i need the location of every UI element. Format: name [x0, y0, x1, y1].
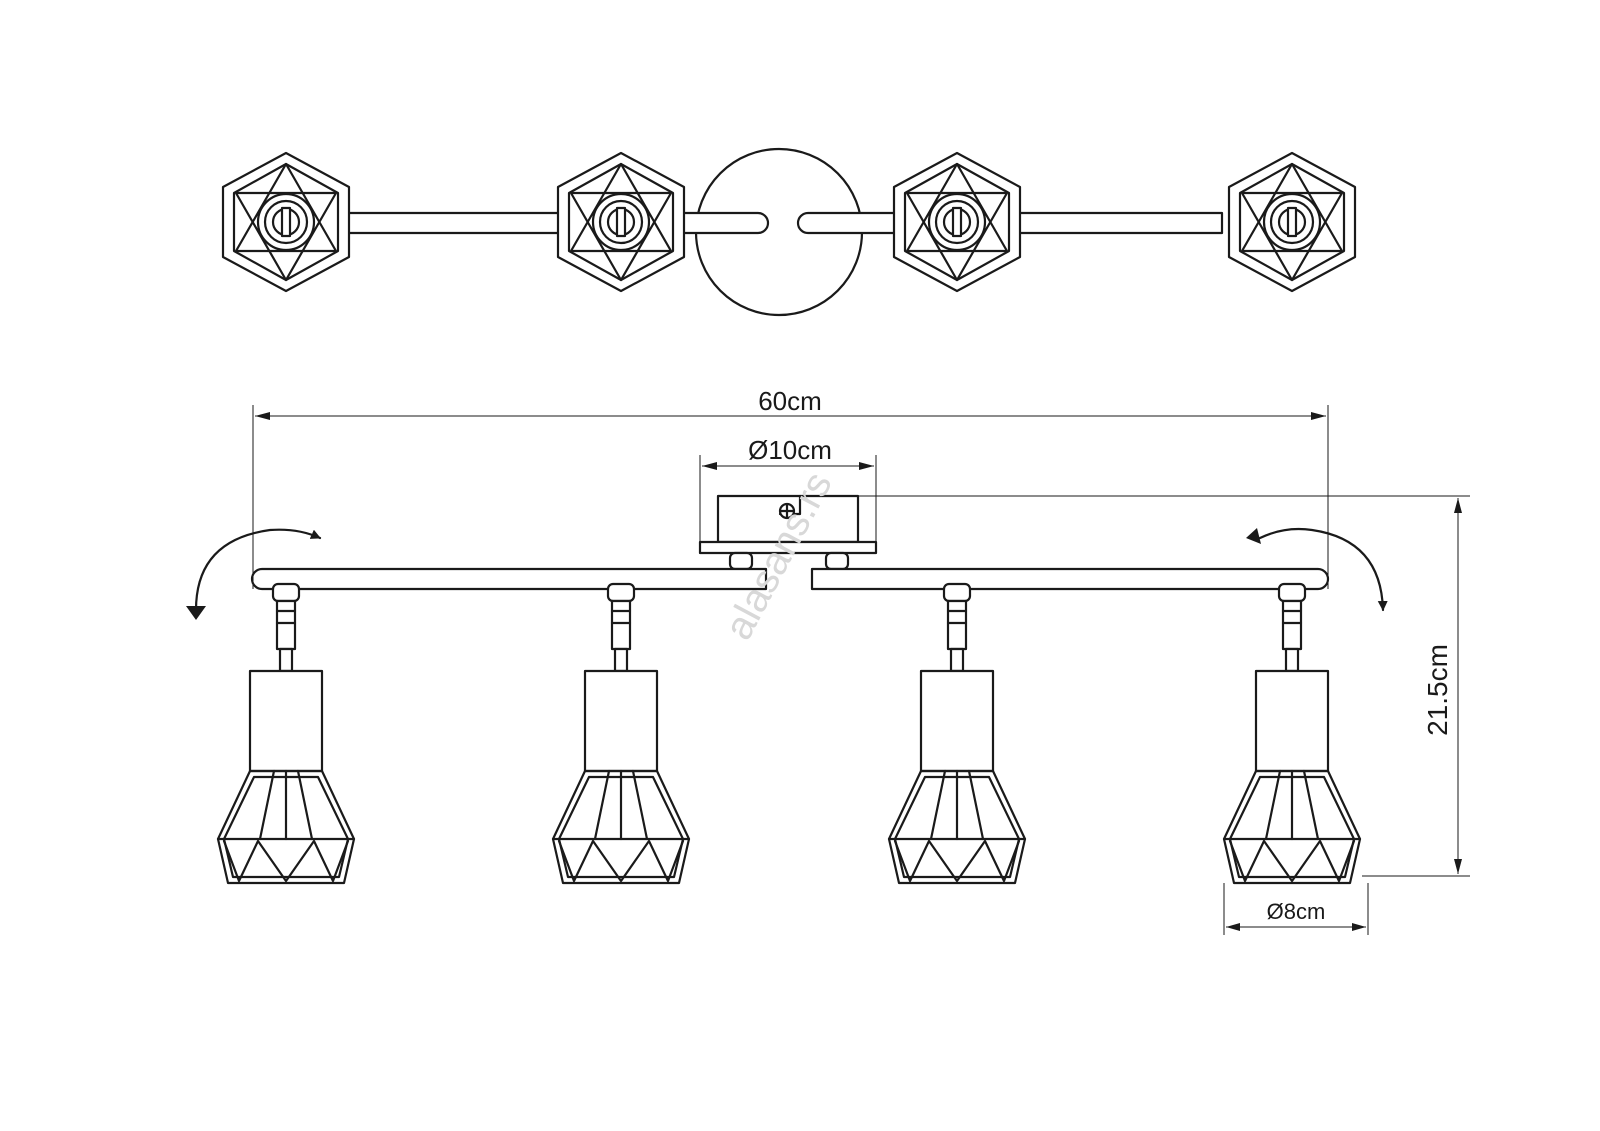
dim-canopy-diameter: Ø10cm [748, 435, 832, 465]
dim-height: 21.5cm [1422, 644, 1453, 736]
side-spot-4 [1222, 582, 1362, 885]
side-view [186, 494, 1388, 885]
side-spot-2 [551, 582, 691, 885]
top-shade-4 [1227, 151, 1357, 293]
top-bar-left [338, 211, 770, 235]
dim-shade-diameter: Ø8cm [1267, 899, 1326, 924]
side-spot-3 [887, 582, 1027, 885]
rotate-arrow-left [194, 528, 322, 612]
dim-total-width: 60cm [758, 386, 822, 416]
side-spot-1 [216, 582, 356, 885]
side-bar-left [250, 567, 768, 591]
top-view [221, 147, 1357, 317]
top-shade-2 [556, 151, 686, 293]
top-shade-3 [892, 151, 1022, 293]
dimension-lines: 60cm Ø10cm 21.5cm Ø8cm [252, 386, 1470, 935]
top-shade-1 [221, 151, 351, 293]
side-bar-right [810, 567, 1330, 591]
rotate-arrow-right [1258, 527, 1388, 612]
